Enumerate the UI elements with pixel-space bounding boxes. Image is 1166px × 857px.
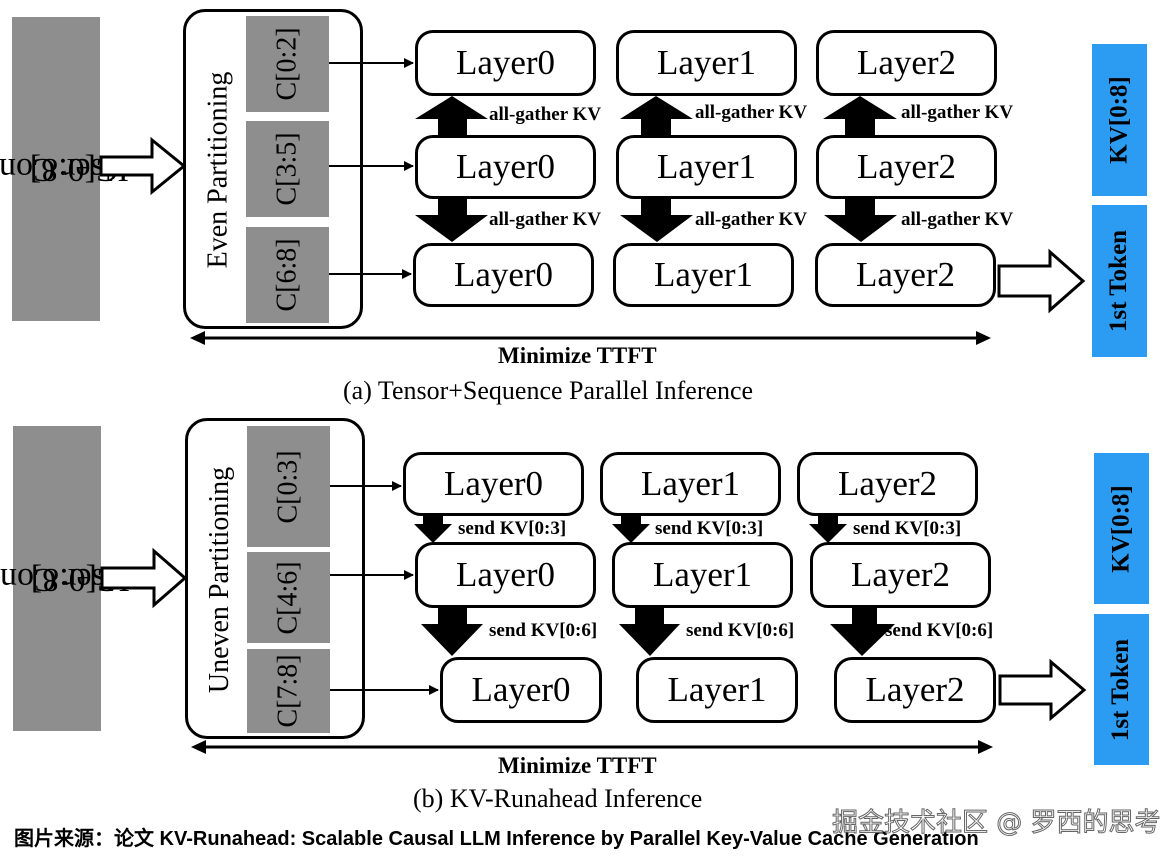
hollow-arrow-icon [998, 658, 1087, 722]
ttft-label: Minimize TTFT [498, 753, 657, 778]
layer-node: Layer1 [636, 657, 798, 723]
layer-node: Layer0 [415, 542, 596, 608]
layer-node: Layer1 [613, 243, 794, 307]
transfer-label: all-gather KV [901, 209, 1014, 230]
chunk-box: C[0:3] [247, 426, 330, 547]
layer-node: Layer1 [616, 30, 797, 96]
down-arrow-icon [619, 608, 680, 656]
layer-node: Layer2 [815, 243, 996, 307]
kv-cache-output: KV[0:8] [1092, 44, 1147, 196]
chunk-box: C[4:6] [247, 552, 330, 643]
first-token-output: 1st Token [1092, 205, 1147, 357]
chunk-box: C[3:5] [246, 121, 329, 217]
chunk-box: C[7:8] [247, 649, 330, 733]
layer-node: Layer2 [797, 452, 978, 516]
layer-node: Layer2 [816, 30, 997, 96]
chunk-box: C[0:2] [246, 16, 329, 112]
up-arrow-icon [415, 96, 488, 135]
down-arrow-icon [809, 516, 847, 543]
arrowhead-right-icon [978, 740, 993, 754]
down-arrow-icon [824, 199, 897, 242]
transfer-label: all-gather KV [901, 102, 1014, 123]
transfer-label: all-gather KV [695, 209, 808, 230]
transfer-label: send KV[0:6] [885, 620, 994, 641]
down-arrow-icon [415, 199, 488, 242]
transfer-label: send KV[0:3] [655, 518, 764, 539]
user-context-range: C[0:8] [30, 560, 120, 598]
chunk-box: C[6:8] [246, 227, 329, 323]
kv-cache-output: KV[0:8] [1094, 453, 1149, 604]
transfer-label: send KV[0:3] [853, 518, 962, 539]
transfer-label: send KV[0:3] [458, 518, 567, 539]
layer-node: Layer1 [612, 542, 793, 608]
source-note: 图片来源：论文 KV-Runahead: Scalable Causal LLM… [14, 828, 979, 850]
ttft-label: Minimize TTFT [498, 343, 657, 368]
partition-label: Uneven Partitioning [204, 466, 236, 694]
user-context-range: C[0:8] [29, 151, 119, 189]
down-arrow-icon [421, 608, 483, 656]
partition-label: Even Partitioning [202, 71, 234, 269]
panel-caption: (a) Tensor+Sequence Parallel Inference [343, 376, 754, 405]
down-arrow-icon [620, 199, 693, 242]
transfer-label: all-gather KV [489, 104, 602, 125]
panel-caption: (b) KV-Runahead Inference [413, 784, 703, 813]
transfer-label: send KV[0:6] [489, 620, 598, 641]
watermark: 掘金技术社区 @ 罗西的思考 [832, 808, 1162, 839]
arrowhead-right-icon [976, 331, 991, 345]
up-arrow-icon [823, 96, 897, 135]
layer-node: Layer0 [415, 135, 596, 199]
layer-node: Layer2 [834, 657, 996, 723]
down-arrow-icon [612, 516, 650, 543]
arrowhead-left-icon [190, 331, 205, 345]
hollow-arrow-icon [997, 248, 1086, 314]
layer-node: Layer0 [413, 243, 594, 307]
arrowhead-left-icon [191, 740, 206, 754]
transfer-label: all-gather KV [695, 102, 808, 123]
layer-node: Layer1 [600, 452, 781, 516]
layer-node: Layer1 [616, 135, 797, 199]
first-token-output: 1st Token [1094, 614, 1149, 765]
layer-node: Layer2 [816, 135, 997, 199]
user-context-box: User ContextC[0:8] [0, 426, 129, 731]
transfer-label: send KV[0:6] [686, 620, 795, 641]
layer-node: Layer2 [810, 542, 991, 608]
user-context-box: User ContextC[0:8] [0, 17, 128, 321]
transfer-label: all-gather KV [489, 209, 602, 230]
layer-node: Layer0 [440, 657, 602, 723]
layer-node: Layer0 [403, 452, 584, 516]
down-arrow-icon [414, 516, 452, 543]
up-arrow-icon [620, 96, 693, 135]
layer-node: Layer0 [415, 30, 596, 96]
